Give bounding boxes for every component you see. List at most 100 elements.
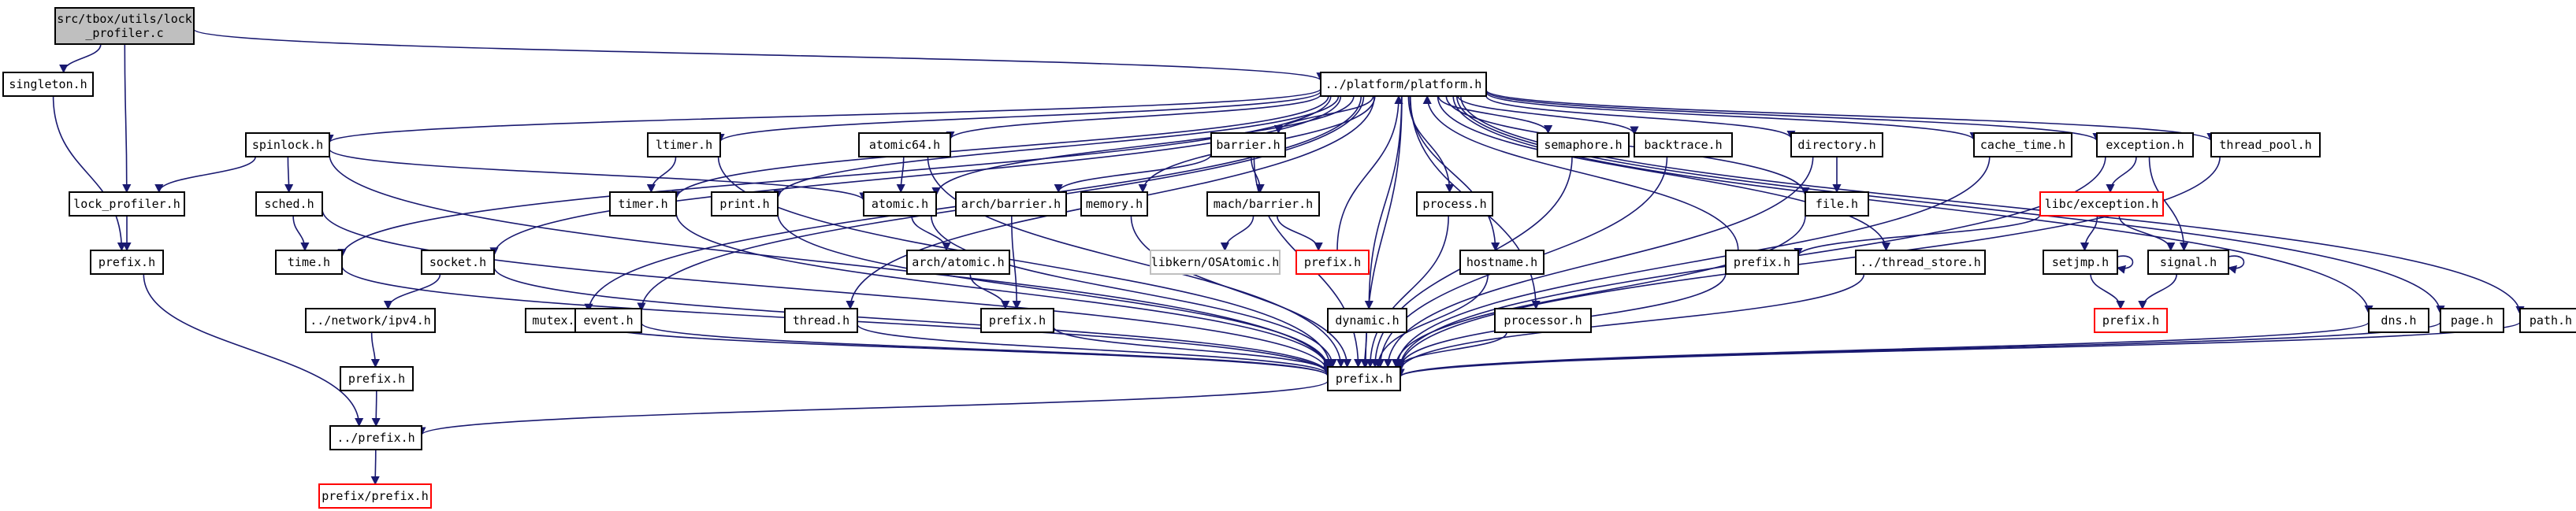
file-nodes: src/tbox/utils/lock_profiler.c singleton.… [2,7,2576,509]
node-label: time.h [288,255,330,269]
node-label: ../network/ipv4.h [310,313,431,328]
edge-thread-to-prefix_main [857,324,1333,376]
node-barrier[interactable]: barrier.h [1210,132,1286,157]
node-file[interactable]: file.h [1805,191,1869,217]
node-box [1805,191,1869,217]
node-label: arch/barrier.h [961,197,1061,211]
node-box [1725,250,1799,275]
edge-spinlock-to-lock_profiler [154,156,256,194]
edge-platform-to-time [337,95,1332,258]
node-memory[interactable]: memory.h [1080,191,1148,217]
edge-atomic64-to-atomic [896,156,905,194]
node-ltimer[interactable]: ltimer.h [647,132,721,157]
node-prefix-b[interactable]: prefix.h [340,366,414,391]
node-label: ltimer.h [656,138,712,152]
edge-platform-to-atomic [931,95,1355,197]
edge-platform-to-hostname [1409,95,1500,252]
node-label: socket.h [429,255,486,269]
node-process[interactable]: process.h [1416,191,1493,217]
edge-platform-to-backtrace [1457,95,1639,135]
node-timer[interactable]: timer.h [609,191,677,217]
node-processor[interactable]: processor.h [1494,308,1592,333]
node-atomic[interactable]: atomic.h [863,191,937,217]
node-root[interactable]: src/tbox/utils/lock_profiler.c [54,7,195,45]
node-prefix-a[interactable]: prefix.h [90,250,164,275]
node-box [1416,191,1493,217]
node-label: singleton.h [9,77,87,91]
edge-print-to-prefix_main [777,213,1333,370]
edge-libc_exception-to-prefix_d [1794,214,2041,257]
node-box [2039,191,2164,217]
node-thread[interactable]: thread.h [784,308,858,333]
node-sched[interactable]: sched.h [255,191,323,217]
node-prefixprefix[interactable]: prefix/prefix.h [318,483,432,509]
node-box [2,72,94,97]
node-print[interactable]: print.h [711,191,779,217]
node-label: dns.h [2381,313,2416,328]
edge-timer-to-prefix_main [675,212,1333,371]
edge-exception-to-signal [2148,156,2189,252]
node-label: signal.h [2160,255,2217,269]
node-thread-pool[interactable]: thread_pool.h [2210,132,2321,157]
node-prefix-d[interactable]: prefix.h [1725,250,1799,275]
node-spinlock[interactable]: spinlock.h [245,132,330,157]
node-prefix-red1[interactable]: prefix.h [1295,250,1370,275]
edge-platform-to-barrier [1273,95,1374,135]
node-label: prefix.h [99,255,155,269]
node-lock-profiler[interactable]: lock_profiler.h [69,191,185,217]
node-backtrace[interactable]: backtrace.h [1634,132,1733,157]
node-box [245,132,330,157]
node-time[interactable]: time.h [275,250,343,275]
node-box [858,132,951,157]
node-dotprefix[interactable]: ../prefix.h [329,425,422,450]
node-setjmp[interactable]: setjmp.h [2043,250,2118,275]
node-signal[interactable]: signal.h [2147,250,2229,275]
node-dns[interactable]: dns.h [2368,308,2429,333]
node-exception[interactable]: exception.h [2096,132,2194,157]
node-label: process.h [1422,197,1486,211]
node-libc-exception[interactable]: libc/exception.h [2039,191,2164,217]
edge-atomic64-to-prefix_main [927,156,1346,368]
node-label: print.h [719,197,769,211]
node-event[interactable]: event.h [574,308,642,333]
edge-platform-to-path [1460,95,2525,316]
node-box [2094,308,2168,333]
node-prefix-red2[interactable]: prefix.h [2094,308,2168,333]
node-prefix-c[interactable]: prefix.h [980,308,1054,333]
edge-spinlock-to-atomic [329,148,868,202]
node-singleton[interactable]: singleton.h [2,72,94,97]
node-label: _profiler.c [85,26,163,40]
edge-singleton-to-prefix_a [52,95,126,252]
node-socket[interactable]: socket.h [421,250,495,275]
node-label: backtrace.h [1644,138,1722,152]
node-directory[interactable]: directory.h [1790,132,1883,157]
node-ipv4[interactable]: ../network/ipv4.h [305,308,436,333]
node-label: sched.h [264,197,314,211]
node-label: thread.h [793,313,849,328]
edge-platform-to-cache_time [1485,91,1979,142]
node-label: prefix.h [1734,255,1790,269]
node-dynamic[interactable]: dynamic.h [1327,308,1407,333]
node-atomic64[interactable]: atomic64.h [858,132,951,157]
node-prefix-main[interactable]: prefix.h [1327,366,1401,391]
node-thread-store[interactable]: ../thread_store.h [1855,250,1986,275]
node-path[interactable]: path.h [2519,308,2576,333]
edge-sched-to-time [292,215,310,252]
node-osatomic: libkern/OSAtomic.h [1150,250,1281,275]
node-box [1634,132,1733,157]
node-box [2096,132,2194,157]
node-platform[interactable]: ../platform/platform.h [1320,72,1487,97]
edge-root-to-platform [193,28,1325,82]
node-cache-time[interactable]: cache_time.h [1973,132,2072,157]
node-arch-barrier[interactable]: arch/barrier.h [955,191,1067,217]
node-mach-barrier[interactable]: mach/barrier.h [1206,191,1320,217]
node-semaphore[interactable]: semaphore.h [1537,132,1630,157]
node-page[interactable]: page.h [2440,308,2504,333]
node-label: cache_time.h [1980,138,2065,152]
node-hostname[interactable]: hostname.h [1459,250,1544,275]
node-arch-atomic[interactable]: arch/atomic.h [906,250,1010,275]
node-label: prefix.h [348,372,405,386]
node-label: barrier.h [1216,138,1280,152]
node-box [1973,132,2072,157]
edge-socket-to-prefix_main [493,266,1333,376]
